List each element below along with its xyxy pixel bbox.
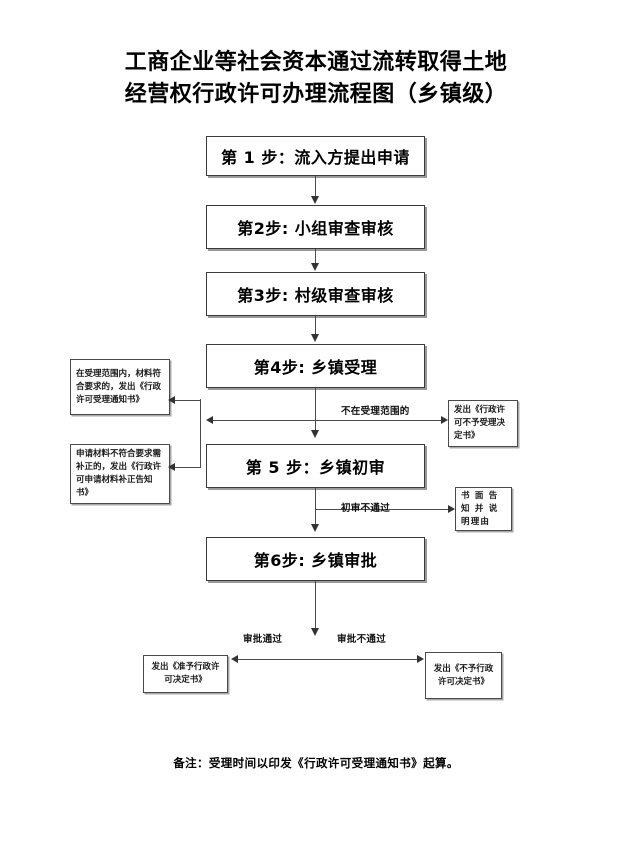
arrow-left-trunk-long bbox=[206, 416, 213, 424]
connector-trunk-left-long bbox=[212, 420, 317, 421]
arrow-down-step2-step3 bbox=[311, 263, 319, 271]
arrow-left-supplement-notice bbox=[168, 463, 175, 471]
connector-left-riser bbox=[200, 399, 201, 468]
note-box-accept-notice[interactable]: 在受理范围内，材料符合要求的，发出《行政许可受理通知书》 bbox=[70, 359, 170, 415]
connector-step4-accept-notice bbox=[174, 400, 201, 401]
step-box-4[interactable]: 第4步: 乡镇受理 bbox=[206, 344, 425, 388]
step-box-5[interactable]: 第 5 步：乡镇初审 bbox=[206, 444, 425, 488]
note-box-disapprove-decision[interactable]: 发出《不予行政许可决定书》 bbox=[425, 652, 502, 699]
connector-step5-written-reason bbox=[315, 509, 449, 510]
arrow-down-step1-step2 bbox=[311, 196, 319, 204]
page-title-line-1: 工商企业等社会资本通过流转取得土地 bbox=[124, 49, 508, 75]
note-box-reject-acceptance[interactable]: 发出《行政许可不予受理决定书》 bbox=[448, 400, 518, 447]
edge-label-approval-fail: 审批不通过 bbox=[337, 634, 387, 645]
step-box-2[interactable]: 第2步: 小组审查审核 bbox=[206, 205, 425, 249]
connector-step5-step6 bbox=[315, 488, 316, 528]
connector-step5-supplement-notice bbox=[174, 467, 201, 468]
connector-step6-trunk bbox=[315, 581, 316, 633]
edge-label-approval-pass: 审批通过 bbox=[243, 634, 283, 645]
connector-step3-step4 bbox=[315, 316, 316, 336]
arrow-down-step6-split bbox=[311, 628, 319, 636]
arrow-right-reject-acceptance bbox=[441, 416, 448, 424]
edge-label-prelim-fail: 初审不通过 bbox=[341, 503, 391, 514]
arrow-right-written-reason bbox=[448, 505, 455, 513]
arrow-right-approval-fail bbox=[417, 655, 424, 663]
arrow-down-step3-step4 bbox=[311, 334, 319, 342]
page-title-line-2: 经营权行政许可办理流程图（乡镇级） bbox=[124, 81, 508, 107]
connector-approval-pass bbox=[237, 659, 316, 660]
arrow-down-step4-step5 bbox=[311, 430, 319, 438]
arrow-left-accept-notice bbox=[168, 396, 175, 404]
arrow-down-step5-step6 bbox=[311, 524, 319, 532]
arrow-left-approval-pass bbox=[231, 655, 238, 663]
connector-step4-step5 bbox=[315, 388, 316, 434]
edge-label-out-of-scope: 不在受理范围的 bbox=[341, 406, 410, 417]
note-box-approve-decision[interactable]: 发出《准予行政许可决定书》 bbox=[143, 655, 228, 693]
footer-note: 备注：受理时间以印发《行政许可受理通知书》起算。 bbox=[173, 756, 459, 770]
note-box-supplement-notice[interactable]: 申请材料不符合要求需补正的，发出《行政许可申请材料补正告知书》 bbox=[70, 444, 170, 504]
page-title: 工商企业等社会资本通过流转取得土地 经营权行政许可办理流程图（乡镇级） bbox=[60, 46, 572, 110]
connector-approval-fail bbox=[315, 659, 418, 660]
step-box-1[interactable]: 第 1 步：流入方提出申请 bbox=[206, 136, 425, 176]
connector-step1-step2 bbox=[315, 176, 316, 198]
connector-step2-step3 bbox=[315, 249, 316, 265]
connector-step4-reject-acceptance bbox=[315, 420, 442, 421]
note-box-written-reason[interactable]: 书 面 告 知 并 说 明理由 bbox=[455, 487, 512, 531]
step-box-3[interactable]: 第3步: 村级审查审核 bbox=[206, 272, 425, 316]
step-box-6[interactable]: 第6步: 乡镇审批 bbox=[206, 537, 425, 581]
